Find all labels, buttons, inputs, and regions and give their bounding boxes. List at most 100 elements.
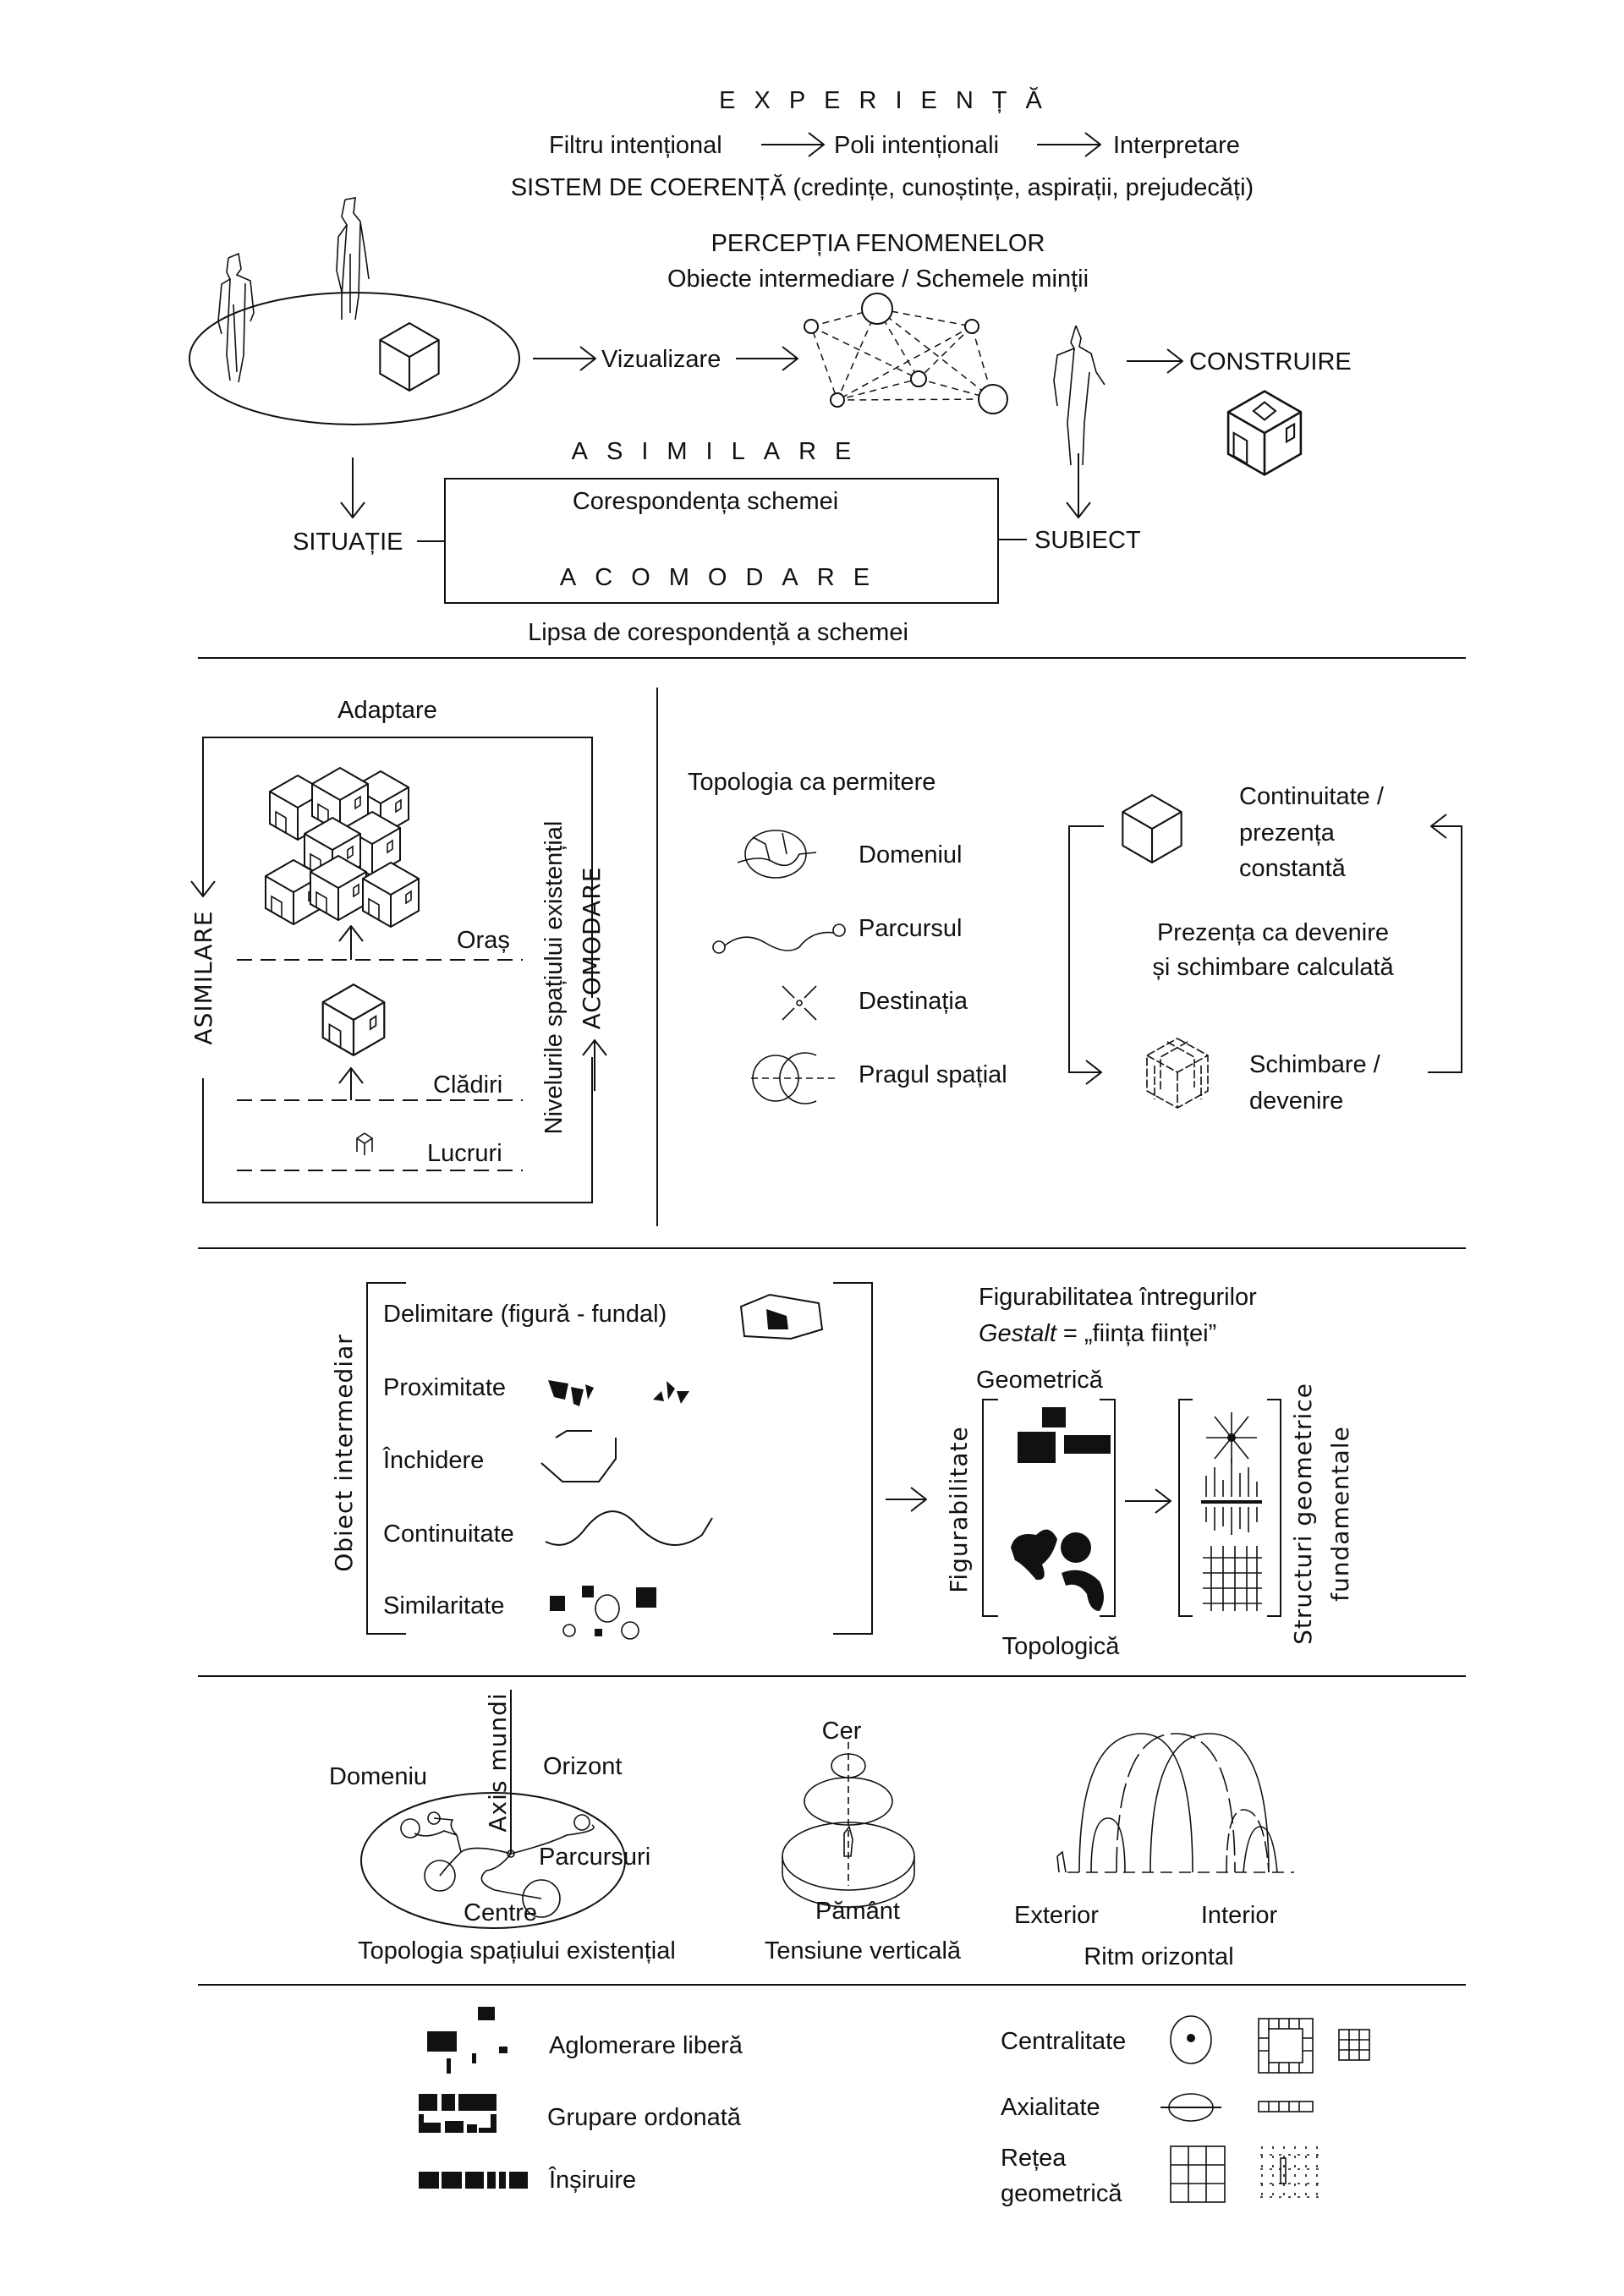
free-cluster-label: Aglomerare liberă bbox=[549, 2032, 743, 2059]
gestalt-section: Obiect intermediar Delimitare (figură - … bbox=[330, 1282, 1354, 1660]
figurability-vertical: Figurabilitate bbox=[945, 1426, 973, 1593]
perception-label: PERCEPȚIA FENOMENELOR bbox=[711, 230, 1045, 257]
city-cubes-icon bbox=[265, 767, 420, 928]
subject-label: SUBIECT bbox=[1034, 527, 1141, 554]
paths-icon bbox=[400, 1811, 595, 1918]
grid-structure-icon bbox=[1203, 1546, 1262, 1611]
correspondence-label: Corespondența schemei bbox=[573, 488, 838, 515]
buildings-label: Clădiri bbox=[433, 1071, 502, 1099]
adaptation-frame bbox=[202, 737, 593, 1203]
figure-ground-icon bbox=[739, 1293, 824, 1340]
assimilation-label: ASIMILARE bbox=[572, 438, 870, 465]
radial-structure-icon bbox=[1206, 1412, 1257, 1463]
destination-icon bbox=[782, 985, 817, 1021]
accommodation-vertical: ACOMODARE bbox=[578, 867, 606, 1030]
bracket bbox=[982, 1399, 1116, 1617]
poles-label: Poli intenționali bbox=[834, 132, 999, 159]
threshold-icon bbox=[751, 1052, 837, 1104]
topology-section: Topologia ca permitere Domeniul Parcursu… bbox=[688, 769, 1462, 1115]
grid-label: Rețea bbox=[1001, 2145, 1067, 2172]
bracket bbox=[1178, 1399, 1281, 1617]
similarity-icon bbox=[550, 1586, 656, 1640]
proximity-icon bbox=[548, 1380, 689, 1406]
interior-label: Interior bbox=[1201, 1902, 1278, 1929]
ordered-group-icon bbox=[419, 2094, 497, 2133]
continuity-icon bbox=[545, 1510, 713, 1546]
dotted-grid-axis bbox=[1280, 2157, 1287, 2184]
adaptation-title: Adaptare bbox=[337, 697, 437, 724]
gestalt-def: = „ființa ființei” bbox=[1056, 1320, 1216, 1347]
gestalt-item: Similaritate bbox=[383, 1592, 504, 1619]
topology-item: Pragul spațial bbox=[859, 1061, 1007, 1088]
paths-label: Parcursuri bbox=[539, 1844, 650, 1871]
experience-title: EXPERIENȚĂ bbox=[719, 86, 1061, 114]
filter-label: Filtru intențional bbox=[549, 132, 722, 159]
string-label: Înșiruire bbox=[548, 2166, 636, 2194]
experience-section: EXPERIENȚĂ Filtru intențional Poli inten… bbox=[189, 86, 1352, 646]
free-cluster-icon bbox=[427, 2007, 508, 2074]
cycle-bracket bbox=[1068, 825, 1104, 1072]
network-icon bbox=[804, 293, 1008, 414]
path-icon bbox=[712, 923, 846, 954]
accommodation-label: ACOMODARE bbox=[560, 564, 888, 591]
structures-vertical: fundamentale bbox=[1326, 1426, 1354, 1602]
string-icon bbox=[419, 2172, 528, 2189]
house-icon bbox=[1226, 390, 1303, 476]
figurability-title: Figurabilitatea întregurilor bbox=[979, 1284, 1257, 1311]
assimilation-vertical: ASIMILARE bbox=[189, 910, 217, 1044]
change-line: devenire bbox=[1249, 1088, 1343, 1115]
cube-icon bbox=[379, 322, 440, 392]
axial-row-icon bbox=[1258, 2101, 1314, 2112]
geometric-shapes-icon bbox=[1018, 1407, 1111, 1463]
gestalt-item: Proximitate bbox=[383, 1374, 506, 1401]
object-vertical: Obiect intermediar bbox=[330, 1334, 358, 1572]
construction-label: CONSTRUIRE bbox=[1189, 348, 1352, 375]
topology-item: Domeniul bbox=[859, 841, 963, 869]
ordered-group-label: Grupare ordonată bbox=[547, 2104, 742, 2131]
topological-label: Topologică bbox=[1002, 1633, 1121, 1660]
closure-icon bbox=[540, 1430, 617, 1482]
interpretation-label: Interpretare bbox=[1113, 132, 1240, 159]
city-label: Oraș bbox=[457, 927, 510, 954]
cube-icon bbox=[1122, 794, 1182, 863]
gestalt-item: Continuitate bbox=[383, 1521, 514, 1548]
exterior-label: Exterior bbox=[1014, 1902, 1099, 1929]
gestalt-item: Delimitare (figură - fundal) bbox=[383, 1301, 667, 1328]
levels-vertical: Nivelurile spațiului existențial bbox=[540, 821, 568, 1135]
centrality-icon bbox=[1170, 2015, 1212, 2064]
axiality-label: Axialitate bbox=[1001, 2094, 1100, 2121]
changing-cube-icon bbox=[1146, 1038, 1209, 1109]
gestalt-word: Gestalt bbox=[979, 1320, 1058, 1347]
axial-structure-icon bbox=[1201, 1459, 1262, 1535]
topology-caption: Topologia spațiului existențial bbox=[358, 1937, 676, 1964]
continuity-line: constantă bbox=[1239, 855, 1347, 882]
axiality-icon bbox=[1160, 2093, 1221, 2122]
small-grid-icon bbox=[1338, 2029, 1370, 2061]
axis-mundi-vertical: Axis mundi bbox=[484, 1692, 512, 1832]
presence-line: Prezența ca devenire bbox=[1157, 919, 1389, 946]
person-icon bbox=[217, 252, 255, 383]
topological-shapes-icon bbox=[1011, 1529, 1104, 1611]
geometric-grid-icon bbox=[1170, 2145, 1226, 2203]
grid-label: geometrică bbox=[1001, 2180, 1122, 2207]
structures-vertical: Structuri geometrice bbox=[1289, 1383, 1317, 1645]
domain-ellipse bbox=[360, 1792, 626, 1929]
bracket-left bbox=[366, 1282, 406, 1635]
coherence-label: SISTEM DE COERENȚĂ (credințe, cunoștințe… bbox=[511, 173, 1254, 201]
person-icon bbox=[1053, 325, 1106, 466]
adaptation-section: Adaptare ASIMILARE Nivelurile spațiului … bbox=[189, 697, 606, 1203]
visualization-label: Vizualizare bbox=[601, 346, 721, 373]
vertical-caption: Tensiune verticală bbox=[765, 1937, 962, 1964]
sky-label: Cer bbox=[822, 1718, 862, 1745]
horizon-label: Orizont bbox=[543, 1753, 622, 1780]
vertical-tension-icon bbox=[782, 1742, 915, 1908]
situation-label: SITUAȚIE bbox=[293, 529, 403, 556]
courtyard-grid-icon bbox=[1258, 2018, 1314, 2074]
existential-section: Domeniu Axis mundi Orizont Parcursuri Ce… bbox=[329, 1690, 1294, 1970]
continuity-line: Continuitate / bbox=[1239, 783, 1385, 810]
change-line: Schimbare / bbox=[1249, 1051, 1381, 1078]
person-icon bbox=[336, 197, 370, 321]
rhythm-caption: Ritm orizontal bbox=[1084, 1943, 1233, 1970]
topology-item: Parcursul bbox=[859, 915, 963, 942]
